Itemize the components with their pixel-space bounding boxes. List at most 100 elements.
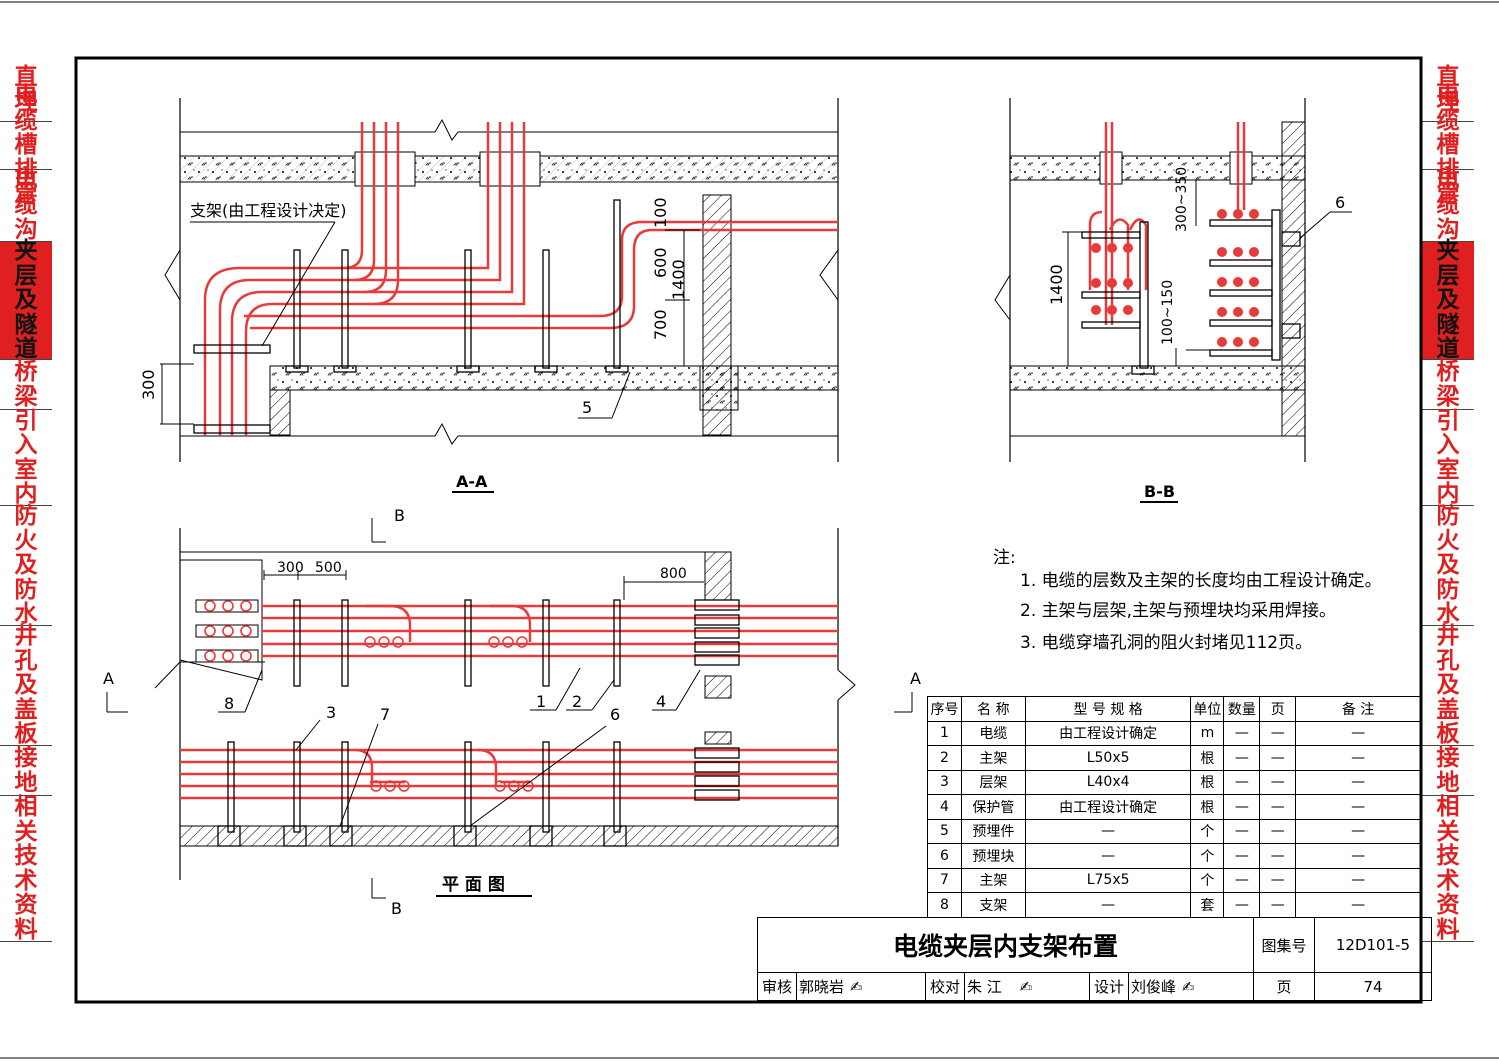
side-tab[interactable]: 井孔及盖板 (1422, 623, 1474, 746)
side-tab[interactable]: 防火及防水 (0, 504, 52, 626)
side-tab-char: 防 (1436, 503, 1460, 530)
check-label: 校对 (925, 972, 965, 1001)
table-cell: — (1295, 892, 1421, 918)
design-label: 设计 (1089, 972, 1129, 1001)
side-tab[interactable]: 接地 (0, 746, 52, 796)
cut-b-top: B (394, 506, 405, 525)
support-label: 支架(由工程设计决定) (190, 201, 347, 220)
col-unit: 单位 (1190, 696, 1225, 722)
side-tab[interactable]: 电缆槽排管 (0, 84, 52, 206)
side-tab-char: 隧 (14, 311, 38, 338)
table-cell: 根 (1190, 745, 1225, 771)
side-tab-char: 及 (14, 552, 38, 579)
dim-600: 600 (651, 247, 670, 278)
dim-300-plan: 300 (277, 560, 304, 576)
callout-7: 7 (380, 705, 390, 724)
side-tab[interactable]: 相关技术资料 (1422, 794, 1474, 942)
side-tab-char: 井 (1436, 623, 1460, 650)
side-tab[interactable]: 直埋 (1422, 58, 1474, 122)
table-cell: — (1295, 818, 1421, 844)
cut-a-right: A (910, 669, 921, 688)
side-tab-char: 引 (1436, 407, 1460, 434)
side-tab-char: 盖 (1436, 696, 1460, 723)
side-tab[interactable]: 电缆沟 (0, 167, 52, 242)
section-bb-drawing: 1400 300~350 100~150 6 B-B (994, 98, 1352, 503)
plan-drawing: 300 500 800 B B A A 8 1 2 4 3 7 6 平 面 图 (103, 506, 921, 918)
side-tab[interactable]: 引入室内 (1422, 407, 1474, 506)
side-tab[interactable]: 桥梁 (1422, 360, 1474, 410)
side-tab-char: 关 (1436, 818, 1460, 845)
side-tab[interactable]: 防火及防水 (1422, 503, 1474, 626)
table-cell: — (1223, 769, 1261, 795)
plan-title: 平 面 图 (442, 875, 505, 895)
table-cell: — (1259, 794, 1297, 820)
dim-1400-bb: 1400 (1047, 264, 1066, 305)
side-tab-char: 埋 (1436, 88, 1460, 115)
side-tab[interactable]: 电缆槽排管 (1422, 84, 1474, 206)
side-tab-char: 槽 (14, 132, 38, 159)
side-tab[interactable]: 夹层及隧道 (0, 239, 52, 361)
side-tab[interactable]: 相关技术资料 (0, 795, 52, 943)
side-tab-char: 接 (14, 745, 38, 771)
side-tab[interactable]: 接地 (1422, 746, 1474, 796)
table-cell: — (1223, 794, 1261, 820)
table-cell: 6 (927, 843, 962, 869)
checker-name: 朱 江 (967, 978, 1002, 996)
section-aa-drawing: 支架(由工程设计决定) 300 100 600 1400 700 5 A-A (139, 98, 839, 493)
table-cell: 5 (927, 818, 962, 844)
reviewer-name: 郭晓岩 (799, 978, 845, 996)
table-cell: L50x5 (1024, 745, 1192, 771)
side-tab-char: 盖 (14, 696, 38, 723)
side-tab[interactable]: 引入室内 (0, 407, 52, 506)
table-cell: — (1223, 745, 1261, 771)
col-no: 序号 (927, 696, 962, 722)
table-cell: 预埋块 (960, 843, 1026, 869)
table-cell: 根 (1190, 794, 1225, 820)
table-cell: 预埋件 (960, 818, 1026, 844)
side-tab-char: 入 (1436, 432, 1460, 458)
side-tab-char: 及 (1436, 552, 1460, 579)
side-tab[interactable]: 桥梁 (0, 360, 52, 410)
side-tab-char: 板 (14, 721, 38, 748)
table-cell: 7 (927, 867, 962, 893)
side-tab-char: 缆 (14, 107, 38, 134)
side-tab-char: 层 (14, 262, 38, 289)
table-cell: — (1259, 818, 1297, 844)
table-cell: — (1295, 745, 1421, 771)
side-tab-char: 孔 (14, 647, 38, 674)
table-cell: — (1024, 892, 1192, 918)
table-cell: — (1024, 843, 1192, 869)
callout-6-bb: 6 (1335, 193, 1345, 212)
table-cell: 根 (1190, 769, 1225, 795)
parts-table-header: 序号 名 称 型 号 规 格 单位 数量 页 备 注 (927, 696, 1421, 722)
table-cell: — (1295, 794, 1421, 820)
side-tab[interactable]: 电缆沟 (1422, 169, 1474, 243)
side-tab[interactable]: 直埋 (0, 58, 52, 122)
side-tab-char: 管 (1436, 181, 1460, 208)
side-tab-char: 埋 (14, 88, 38, 115)
side-tab[interactable]: 夹层及隧道 (1422, 239, 1474, 361)
side-tab-char: 料 (14, 916, 38, 943)
side-tab-char: 电 (14, 167, 38, 194)
table-cell: — (1259, 720, 1297, 746)
table-cell: — (1295, 867, 1421, 893)
reviewer-signature: ✍ (850, 978, 863, 996)
drawing-frame (74, 56, 1423, 1004)
side-tab-char: 及 (1436, 672, 1460, 699)
side-tab-char: 桥 (1436, 359, 1460, 385)
side-tab-char: 沟 (1436, 216, 1460, 243)
side-tab-char: 火 (1436, 527, 1460, 554)
side-tab-char: 电 (1436, 83, 1460, 110)
side-tab-char: 引 (14, 407, 38, 434)
callout-6: 6 (610, 705, 620, 724)
side-tab-char: 相 (1436, 794, 1460, 820)
table-cell: L75x5 (1024, 867, 1192, 893)
side-tab-char: 接 (1436, 745, 1460, 771)
side-tab-char: 术 (1436, 867, 1460, 894)
side-tab-char: 排 (14, 156, 38, 183)
side-tab[interactable]: 井孔及盖板 (0, 624, 52, 748)
side-tab-char: 槽 (1436, 132, 1460, 159)
